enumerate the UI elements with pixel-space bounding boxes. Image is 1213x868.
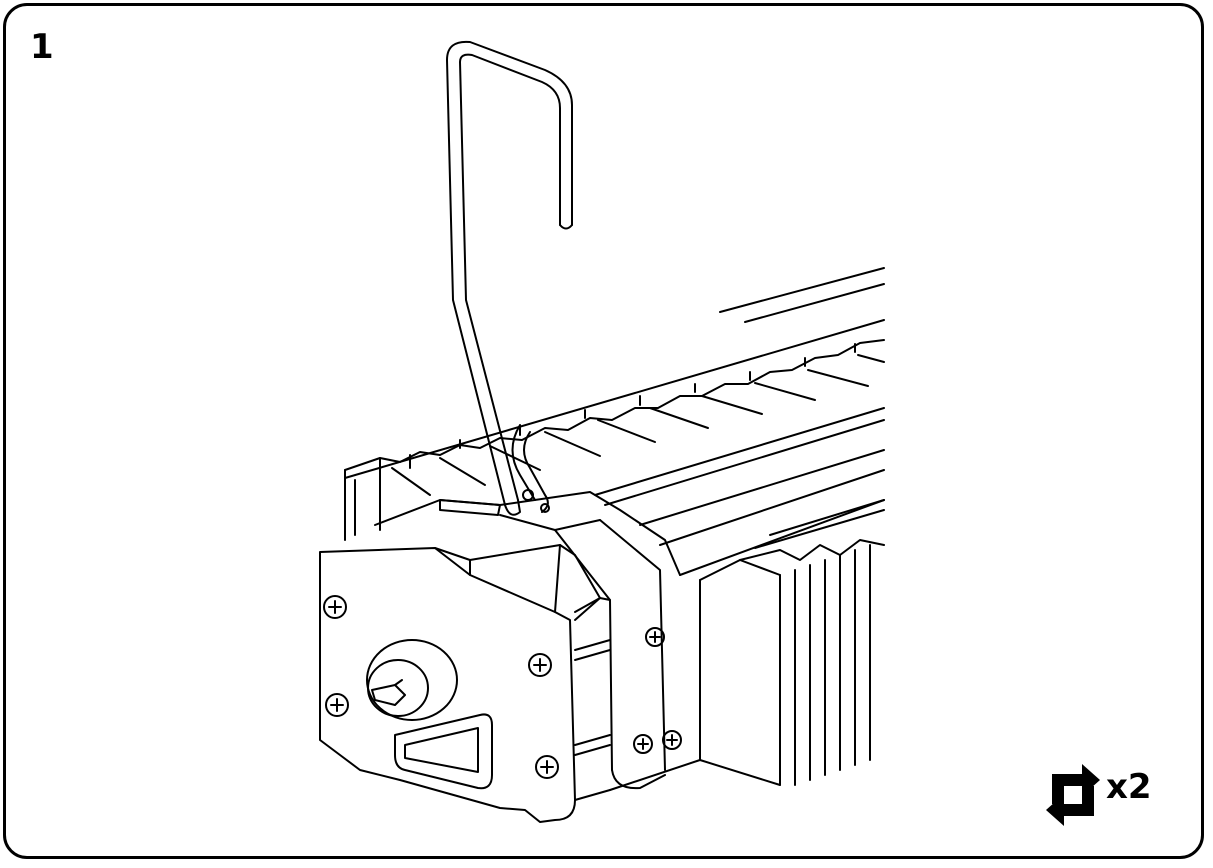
label-plate bbox=[394, 713, 493, 790]
housing-rail bbox=[594, 407, 885, 576]
repeat-count: x2 bbox=[1106, 767, 1152, 807]
heatsink-fins-top bbox=[344, 267, 885, 541]
instruction-panel bbox=[3, 3, 1204, 859]
heatsink-fins-side bbox=[609, 499, 885, 791]
end-cap bbox=[319, 544, 611, 823]
hanging-hook bbox=[446, 40, 573, 516]
step-number: 1 bbox=[30, 27, 54, 67]
cable-gland bbox=[366, 639, 458, 721]
repeat-indicator: x2 bbox=[1042, 760, 1192, 830]
rotate-icon bbox=[1046, 764, 1100, 826]
mounting-bracket bbox=[374, 489, 682, 790]
